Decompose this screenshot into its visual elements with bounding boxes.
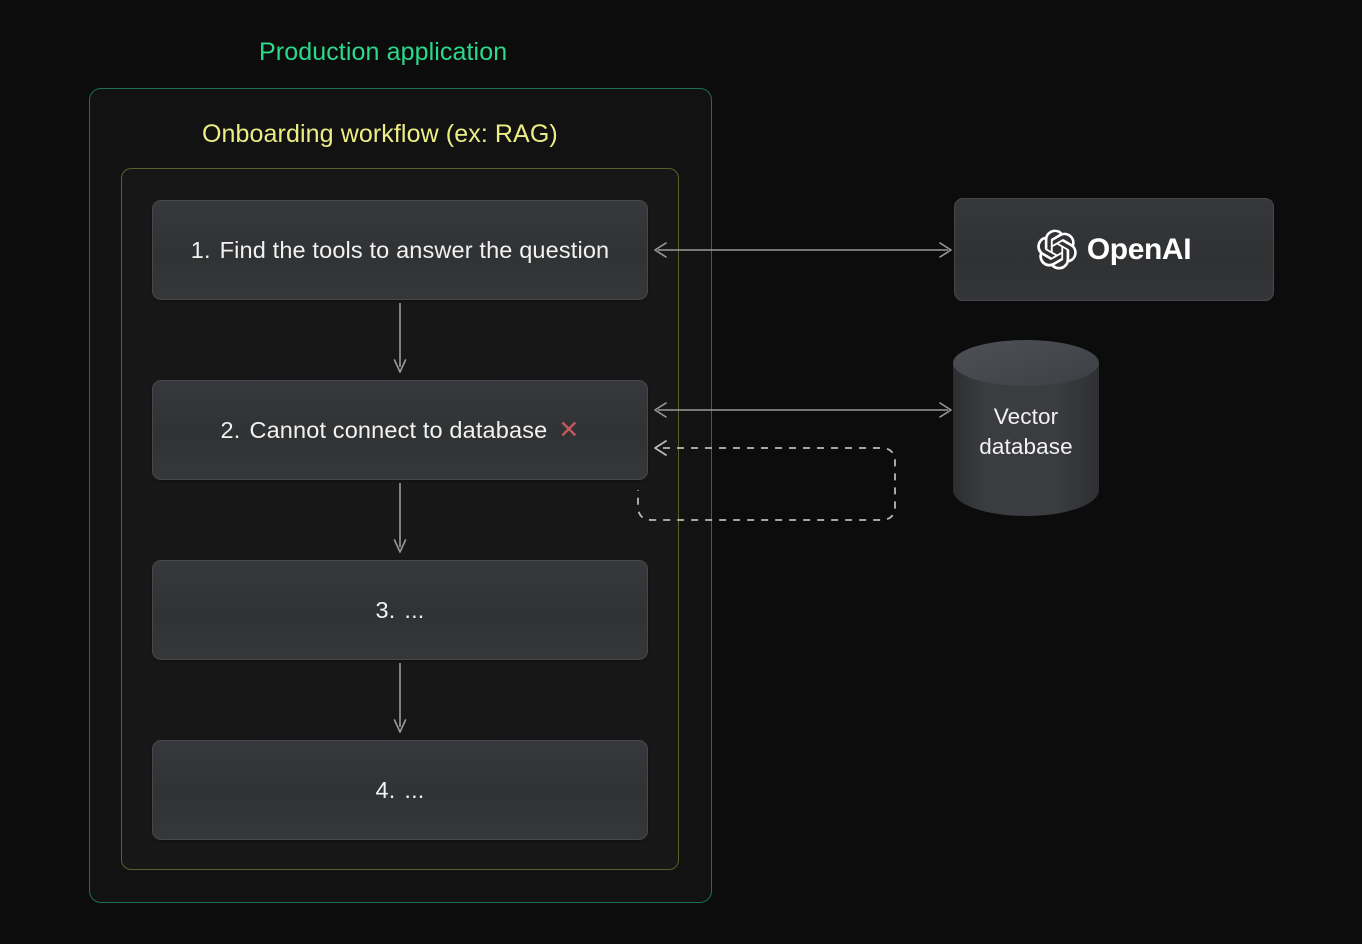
onboarding-workflow-title: Onboarding workflow (ex: RAG): [202, 120, 558, 148]
workflow-step-1[interactable]: 1. Find the tools to answer the question: [152, 200, 648, 300]
connector-step2-to-vector-database: [654, 402, 952, 418]
workflow-step-2[interactable]: 2. Cannot connect to database ✕: [152, 380, 648, 480]
workflow-step-3[interactable]: 3. ...: [152, 560, 648, 660]
step-1-label: Find the tools to answer the question: [219, 236, 610, 263]
connector-step1-to-openai: [654, 242, 952, 258]
step-3-number: 3.: [375, 596, 396, 623]
step-3-label: ...: [404, 596, 425, 623]
openai-wordmark-label: OpenAI: [1086, 232, 1192, 266]
failure-x-icon: ✕: [558, 415, 580, 444]
step-4-label: ...: [404, 776, 425, 803]
arrow-step3-to-step4-icon: [393, 663, 407, 733]
workflow-step-4[interactable]: 4. ...: [152, 740, 648, 840]
arrow-step2-to-step3-icon: [393, 483, 407, 553]
database-cylinder-top-icon: [953, 340, 1099, 386]
database-cylinder-body-icon: [953, 362, 1099, 516]
vector-database-node[interactable]: Vector database: [953, 340, 1099, 516]
connector-error-feedback-loop: [637, 440, 896, 521]
production-application-title: Production application: [259, 38, 508, 66]
step-1-number: 1.: [190, 236, 211, 263]
step-4-number: 4.: [375, 776, 396, 803]
vector-database-label-line-1: Vector: [993, 404, 1059, 429]
vector-database-label-line-2: database: [979, 434, 1073, 459]
vector-database-label: Vector database: [953, 402, 1099, 462]
arrow-step1-to-step2-icon: [393, 303, 407, 373]
step-2-number: 2.: [220, 416, 241, 443]
openai-blossom-icon: [1037, 229, 1077, 270]
step-2-label: Cannot connect to database: [249, 416, 548, 443]
openai-service-node[interactable]: OpenAI: [954, 198, 1274, 301]
